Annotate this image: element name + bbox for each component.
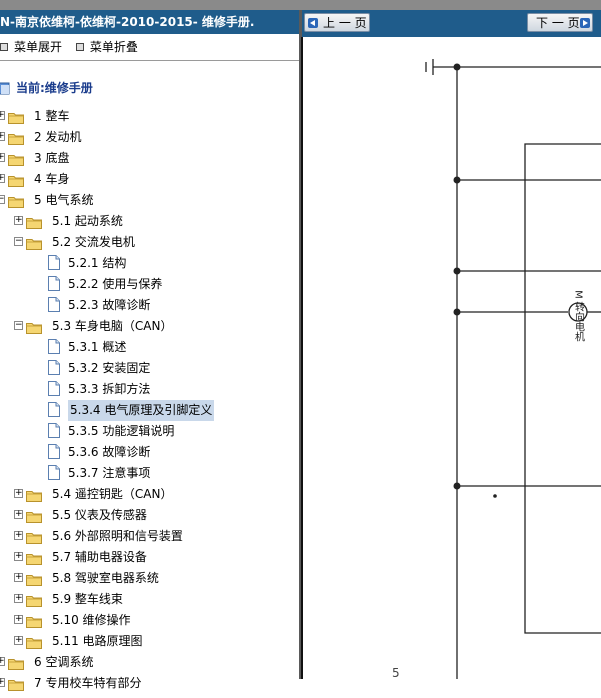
tree-node-label: 6 空调系统 xyxy=(34,655,94,669)
folder-icon xyxy=(8,677,24,691)
menu-bar: 菜单展开 菜单折叠 xyxy=(0,34,299,61)
tree-root-label: 当前:维修手册 xyxy=(16,81,93,95)
tree-node-label: 5.3 车身电脑（CAN） xyxy=(52,319,173,333)
tree-node-label: 5.9 整车线束 xyxy=(52,592,123,606)
expand-square-icon xyxy=(0,43,8,51)
tree-node-label: 5.3.1 概述 xyxy=(68,340,127,354)
expand-plus-icon[interactable]: + xyxy=(14,593,23,603)
folder-icon xyxy=(8,131,24,145)
page-nav-bar: 上 一 页 下 一 页 xyxy=(302,10,601,37)
tree-node-label: 5.10 维修操作 xyxy=(52,613,131,627)
folder-icon xyxy=(26,215,42,229)
tree-node-label: 5.4 遥控钥匙（CAN） xyxy=(52,487,173,501)
folder-icon xyxy=(26,236,42,250)
pane-splitter[interactable] xyxy=(299,10,302,679)
folder-icon xyxy=(26,572,42,586)
collapse-minus-icon[interactable]: − xyxy=(14,236,23,246)
tree-node-label: 5.3.6 故障诊断 xyxy=(68,445,151,459)
tree-node-label: 5.8 驾驶室电器系统 xyxy=(52,571,159,585)
tree-node-label: 3 底盘 xyxy=(34,151,70,165)
arrow-right-icon xyxy=(580,18,590,28)
window-title: N-南京依维柯-依维柯-2010-2015- 维修手册. xyxy=(0,10,299,34)
tree-node-label: 5.2 交流发电机 xyxy=(52,235,135,249)
document-icon xyxy=(48,276,60,291)
prev-page-button[interactable]: 上 一 页 xyxy=(304,13,370,32)
tree-node-label: 7 专用校车特有部分 xyxy=(34,676,142,690)
expand-plus-icon[interactable]: + xyxy=(14,509,23,519)
document-icon xyxy=(48,339,60,354)
folder-icon xyxy=(8,194,24,208)
expand-plus-icon[interactable]: + xyxy=(14,551,23,561)
tree-node-label: 1 整车 xyxy=(34,109,70,123)
tree-node-label: 5.3.7 注意事项 xyxy=(68,466,151,480)
tree-node-label: 2 发动机 xyxy=(34,130,82,144)
document-icon xyxy=(48,465,60,480)
tree-node-label: 5.2.1 结构 xyxy=(68,256,127,270)
document-icon xyxy=(48,360,60,375)
tree-node-label: 5.3.2 安装固定 xyxy=(68,361,151,375)
next-page-button[interactable]: 下 一 页 xyxy=(527,13,593,32)
menu-expand-button[interactable]: 菜单展开 xyxy=(0,34,62,60)
menu-expand-label: 菜单展开 xyxy=(14,40,63,54)
arrow-left-icon xyxy=(308,18,318,28)
expand-plus-icon[interactable]: + xyxy=(14,635,23,645)
tree-node-label: 5.3.5 功能逻辑说明 xyxy=(68,424,175,438)
tree-node-label: 5.7 辅助电器设备 xyxy=(52,550,147,564)
folder-icon xyxy=(26,509,42,523)
folder-icon xyxy=(26,551,42,565)
tree-node-label: 5.1 起动系统 xyxy=(52,214,123,228)
collapse-square-icon xyxy=(75,43,84,51)
expand-plus-icon[interactable]: + xyxy=(14,530,23,540)
motor-label: M 转向电机 xyxy=(573,290,585,343)
folder-icon xyxy=(26,320,42,334)
navigation-pane: N-南京依维柯-依维柯-2010-2015- 维修手册. 菜单展开 菜单折叠 当… xyxy=(0,10,299,691)
tree-node-label: 5 电气系统 xyxy=(34,193,94,207)
tree-node-label: 5.2.2 使用与保养 xyxy=(68,277,163,291)
tree-node-label: 5.6 外部照明和信号装置 xyxy=(52,529,183,543)
tree-node-label: 5.2.3 故障诊断 xyxy=(68,298,151,312)
menu-collapse-button[interactable]: 菜单折叠 xyxy=(75,34,138,60)
folder-icon xyxy=(26,635,42,649)
expand-plus-icon[interactable]: + xyxy=(0,111,5,120)
expand-plus-icon[interactable]: + xyxy=(0,132,5,141)
menu-collapse-label: 菜单折叠 xyxy=(89,40,138,54)
document-icon xyxy=(48,297,60,312)
collapse-minus-icon[interactable]: − xyxy=(14,320,23,330)
folder-icon xyxy=(8,173,24,187)
folder-icon xyxy=(26,488,42,502)
folder-icon xyxy=(8,152,24,166)
document-icon xyxy=(48,255,60,270)
tree-node-label: 5.5 仪表及传感器 xyxy=(52,508,147,522)
collapse-minus-icon[interactable]: − xyxy=(0,195,5,204)
wiring-diagram-scan: M 转向电机 5 xyxy=(301,37,601,680)
tree-node-label: 5.3.4 电气原理及引脚定义 xyxy=(68,400,215,421)
tree-node-label: 4 车身 xyxy=(34,172,70,186)
folder-icon xyxy=(26,614,42,628)
expand-plus-icon[interactable]: + xyxy=(0,657,5,666)
tree-node-label: 5.11 电路原理图 xyxy=(52,634,143,648)
document-icon xyxy=(48,402,60,417)
prev-page-label: 上 一 页 xyxy=(323,16,367,30)
book-icon xyxy=(0,82,10,95)
expand-plus-icon[interactable]: + xyxy=(14,215,23,225)
expand-plus-icon[interactable]: + xyxy=(0,174,5,183)
folder-icon xyxy=(26,593,42,607)
folder-icon xyxy=(26,530,42,544)
expand-plus-icon[interactable]: + xyxy=(14,614,23,624)
expand-plus-icon[interactable]: + xyxy=(0,153,5,162)
next-page-label: 下 一 页 xyxy=(536,16,580,30)
expand-plus-icon[interactable]: + xyxy=(0,678,5,687)
document-icon xyxy=(48,423,60,438)
folder-icon xyxy=(8,110,24,124)
folder-icon xyxy=(8,656,24,670)
window-top-strip xyxy=(0,0,601,10)
document-icon xyxy=(48,444,60,459)
document-icon xyxy=(48,381,60,396)
expand-plus-icon[interactable]: + xyxy=(14,488,23,498)
page-mark: 5 xyxy=(392,666,400,680)
expand-plus-icon[interactable]: + xyxy=(14,572,23,582)
tree-node-label: 5.3.3 拆卸方法 xyxy=(68,382,151,396)
document-pane: 上 一 页 下 一 页 xyxy=(301,10,601,680)
